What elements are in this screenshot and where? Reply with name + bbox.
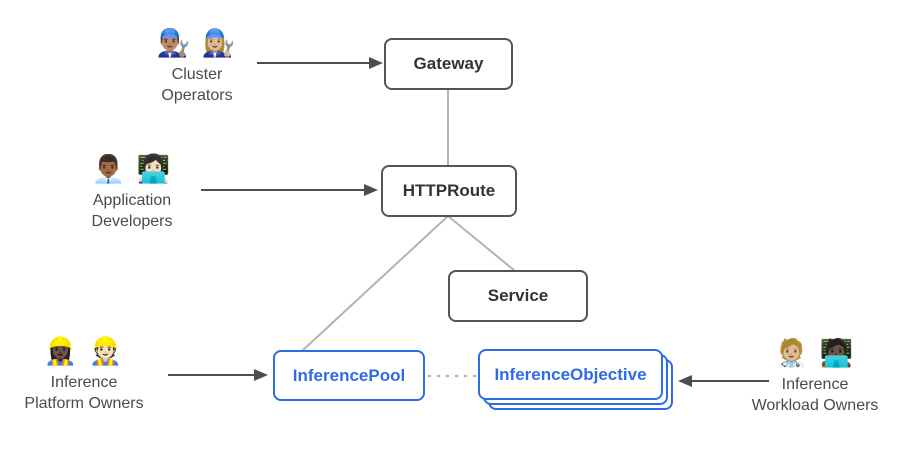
node-httproute: HTTPRoute (381, 165, 517, 217)
edge-httproute-service (447, 215, 516, 272)
inference-workload-owners-icon: 🧑🏼‍⚕️ 🧑🏿‍💻 (774, 338, 856, 368)
application-developers-icon: 👨🏾‍💼 👩🏻‍💻 (91, 154, 173, 184)
node-service-label: Service (487, 286, 549, 305)
node-inferenceobjective-label: InferenceObjective (494, 364, 647, 384)
node-gateway-label: Gateway (413, 54, 484, 73)
inference-platform-owners-icon: 👷🏿‍♀️ 👷🏻 (43, 336, 125, 366)
application-developers-label: Application Developers (91, 192, 173, 230)
node-httproute-label: HTTPRoute (402, 181, 496, 200)
node-service: Service (448, 270, 588, 322)
arrow-workload-owners-to-inferenceobjective (678, 375, 769, 387)
edge-httproute-inferencepool (301, 215, 449, 352)
arrow-application-developers-to-httproute (201, 184, 378, 196)
persona-application-developers: 👨🏾‍💼 👩🏻‍💻 Application Developers (47, 152, 217, 232)
cluster-operators-icon: 👨🏽‍🔧 👩🏼‍🔧 (156, 28, 238, 58)
persona-inference-workload-owners: 🧑🏼‍⚕️ 🧑🏿‍💻 Inference Workload Owners (730, 336, 900, 416)
persona-inference-platform-owners: 👷🏿‍♀️ 👷🏻 Inference Platform Owners (0, 334, 169, 414)
node-inferenceobjective: InferenceObjective (478, 349, 663, 400)
persona-cluster-operators: 👨🏽‍🔧 👩🏼‍🔧 Cluster Operators (112, 26, 282, 106)
inference-platform-owners-label: Inference Platform Owners (24, 374, 144, 412)
node-gateway: Gateway (384, 38, 513, 90)
inference-workload-owners-label: Inference Workload Owners (751, 376, 879, 414)
node-inferencepool-label: InferencePool (292, 365, 406, 385)
arrow-platform-owners-to-inferencepool (168, 369, 268, 381)
arrow-cluster-operators-to-gateway (257, 57, 383, 69)
node-inferencepool: InferencePool (273, 350, 425, 401)
cluster-operators-label: Cluster Operators (161, 66, 233, 104)
